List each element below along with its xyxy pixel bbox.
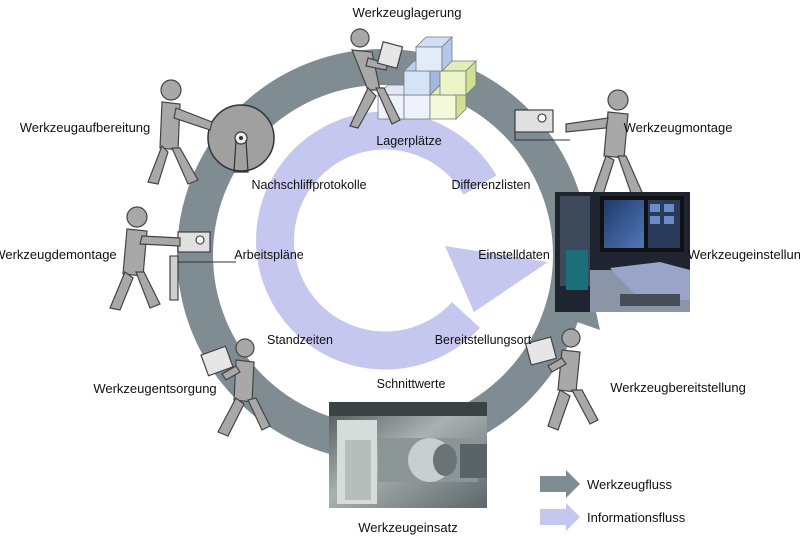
station-label-werkzeugmontage: Werkzeugmontage [624,120,733,135]
legend-tool-flow-label: Werkzeugfluss [587,477,673,492]
montage-device [514,109,570,141]
info-label-lagerplaetze: Lagerplätze [376,134,441,148]
worker-demontage [109,206,181,311]
info-flow-arrowhead [445,246,548,312]
info-flow-circle-arrow [256,111,497,370]
grinding-wheel [207,104,275,173]
info-label-nachschliffprotokolle: Nachschliffprotokolle [251,178,366,192]
photo-einsatz [329,402,487,508]
legend-tool-flow-arrow [540,470,580,498]
storage-cubes [377,36,477,120]
photo-einstellung [555,192,690,312]
demontage-device [169,231,236,301]
station-label-werkzeugeinstellung: Werkzeugeinstellung [688,247,800,262]
info-label-bereitstellungsort: Bereitstellungsort [435,333,532,347]
station-label-werkzeuglagerung: Werkzeuglagerung [353,5,462,20]
worker-bereitstellung [524,328,599,431]
info-label-einstelldaten: Einstelldaten [478,248,550,262]
worker-entsorgung [200,338,271,437]
station-label-werkzeugdemontage: Werkzeugdemontage [0,247,117,262]
station-label-werkzeugentsorgung: Werkzeugentsorgung [93,381,216,396]
station-label-werkzeugbereitstellung: Werkzeugbereitstellung [610,380,746,395]
worker-lagerung [349,28,404,129]
station-label-werkzeugaufbereitung: Werkzeugaufbereitung [20,120,151,135]
info-label-differenzlisten: Differenzlisten [452,178,531,192]
info-label-standzeiten: Standzeiten [267,333,333,347]
legend: Werkzeugfluss Informationsfluss [540,470,686,531]
worker-montage [565,89,643,199]
station-label-werkzeugeinsatz: Werkzeugeinsatz [358,520,457,535]
legend-info-flow-label: Informationsfluss [587,510,686,525]
info-label-schnittwerte: Schnittwerte [377,377,446,391]
legend-info-flow-arrow [540,503,580,531]
info-label-arbeitsplaene: Arbeitspläne [234,248,304,262]
worker-aufbereitung [147,79,213,185]
